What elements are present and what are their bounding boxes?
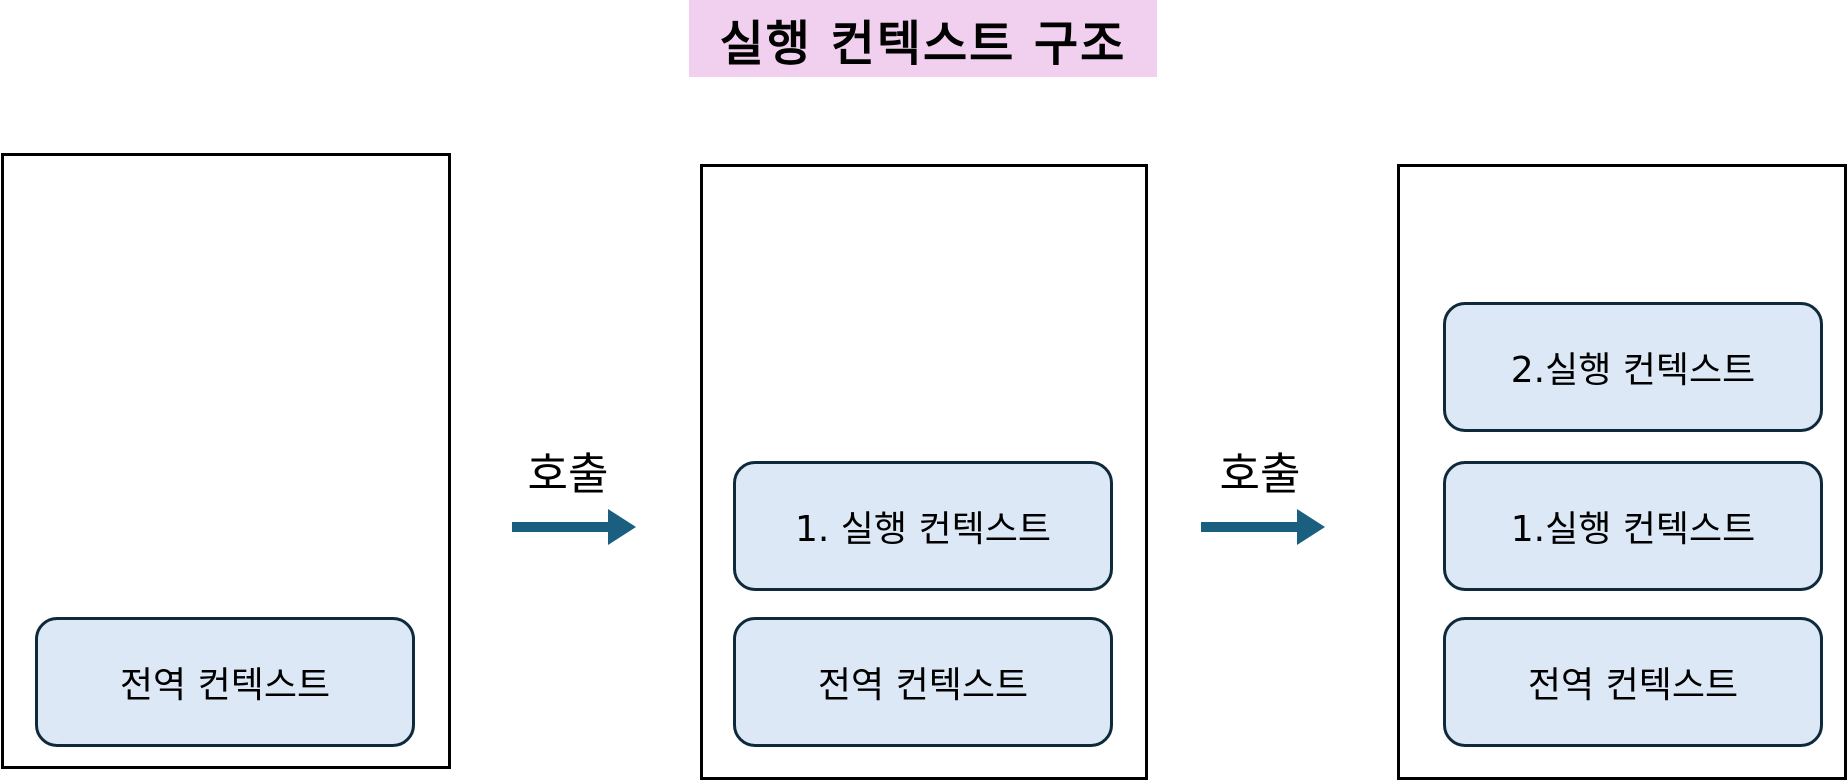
execution-context-1-box: 1.실행 컨텍스트 [1443,461,1823,591]
global-context-box: 전역 컨텍스트 [35,617,415,747]
call-label: 호출 [1219,449,1301,500]
global-context-box: 전역 컨텍스트 [733,617,1113,747]
arrow-right-icon [1201,509,1325,545]
call-label: 호출 [527,449,609,500]
execution-context-1-box: 1. 실행 컨텍스트 [733,461,1113,591]
arrow-right-icon [512,509,636,545]
execution-context-2-box: 2.실행 컨텍스트 [1443,302,1823,432]
diagram-title: 실행 컨텍스트 구조 [689,0,1157,77]
global-context-box: 전역 컨텍스트 [1443,617,1823,747]
